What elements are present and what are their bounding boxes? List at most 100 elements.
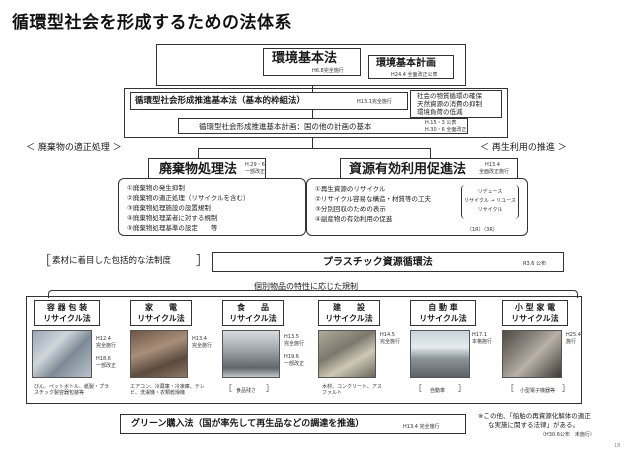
right-category-label: ＜ 再生利用の推進 ＞: [480, 143, 567, 153]
resource-law-note2: 全面改正施行: [479, 169, 510, 175]
waste-law-items-box: ①廃棄物の発生抑制 ②廃棄物の適正処理（リサイクルを含む） ③廃棄物処理施設の設…: [118, 178, 306, 236]
recycle-law-note: H19.6: [284, 354, 299, 360]
waste-law-title-box: 廃棄物処理法 H.29・6 一部改正: [148, 158, 266, 180]
basic-plan-note: H24.4 全面改正公表: [391, 72, 438, 78]
recycle-law-note: H18.6: [96, 356, 111, 362]
connector: [312, 110, 313, 118]
recycle-law-items: 自動車: [430, 388, 446, 394]
items-bracket: ］: [562, 384, 570, 393]
waste-law-item: ①廃棄物の発生抑制: [127, 184, 185, 192]
basic-plan-name: 環境基本計画: [376, 58, 436, 69]
footnote-line: （H30.6公布 未施行）: [540, 432, 595, 438]
basic-law-box: 環境基本法 H6.8完全施行: [263, 48, 361, 76]
individual-label: 個別物品の特性に応じた規制: [254, 282, 358, 291]
framework-goal: 社会の物質循環の確保: [417, 92, 482, 100]
recycle-law-note: H17.1: [472, 332, 487, 338]
recycle-law-name: 建 設: [333, 303, 365, 312]
basic-law-note: H6.8完全施行: [312, 68, 344, 74]
waste-law-note2: 一部改正: [245, 169, 266, 175]
recycle-law-note: H13.4: [192, 336, 207, 342]
recycle-law-items: 小型電子機器等: [520, 388, 556, 394]
recycle-law-note: H12.4: [96, 336, 111, 342]
recycle-law-note: 完全施行: [284, 341, 305, 347]
recycle-law-note: H13.5: [284, 334, 299, 340]
green-law-name: グリーン購入法（国が率先して再生品などの調達を推進）: [131, 419, 365, 429]
recycle-law-food: 食 品 リサイクル法: [222, 300, 284, 326]
items-bracket: ［: [506, 384, 514, 393]
framework-goal: 天然資源の消費の抑制: [417, 100, 482, 108]
footnote-line: な実施に関する法律」がある。: [488, 421, 579, 429]
page-number: 18: [614, 443, 621, 449]
recycle-law-note: 施行: [566, 339, 577, 345]
framework-goals-box: 社会の物質循環の確保 天然資源の消費の抑制 環境負荷の低減: [410, 90, 502, 118]
recycle-law-note: 一部改正: [96, 363, 117, 369]
automobile-photo: [410, 330, 470, 378]
recycle-law-small-appliance: 小 型 家 電 リサイクル法: [502, 300, 568, 326]
recycle-law-note: 本格施行: [472, 339, 493, 345]
framework-frame: [124, 88, 508, 138]
framework-plan-name: 循環型社会形成推進基本計画：国の他の計画の基本: [199, 122, 372, 131]
waste-law-item: ⑤廃棄物処理基準の設定 等: [127, 224, 218, 232]
recycle-law-note: 一部改正: [284, 361, 305, 367]
three-r-recycle2: リサイクル: [477, 207, 503, 213]
recycle-law-construction: 建 設 リサイクル法: [318, 300, 380, 326]
material-label: 素材に着目した包括的な法制度: [52, 256, 172, 266]
framework-plan-note2: H.30・6 全面改正: [425, 127, 467, 133]
plastic-law-name: プラスチック資源循環法: [323, 257, 433, 268]
connector: [430, 148, 431, 158]
waste-law-item: ④廃棄物処理業者に対する規制: [127, 214, 218, 222]
recycle-law-appliance: 家 電 リサイクル法: [130, 300, 192, 326]
waste-law-item: ②廃棄物の適正処理（リサイクルを含む）: [127, 194, 250, 202]
framework-law-box: 循環型社会形成推進基本法（基本的枠組法） H13.1完全施行: [130, 92, 408, 110]
construction-photo: [318, 330, 376, 378]
resource-law-items-box: ①再生資源のリサイクル ②リサイクル容易な構造・材質等の工夫 ③分別回収のための…: [306, 178, 528, 236]
waste-law-item: ③廃棄物処理施設の設置規制: [127, 204, 211, 212]
recycle-law-items: びん、ペットボトル、紙製・プラスチック製容器包装等: [34, 384, 110, 396]
three-r-bracket: [461, 185, 519, 219]
waste-law-note1: H.29・6: [245, 162, 265, 168]
recycle-law-name: リサイクル法: [229, 314, 277, 323]
recycle-law-name: 食 品: [237, 303, 269, 312]
framework-law-note: H13.1完全施行: [357, 99, 392, 105]
basic-law-name: 環境基本法: [272, 51, 338, 66]
green-law-box: グリーン購入法（国が率先して再生品などの調達を推進） H13.4 完全施行: [120, 414, 466, 434]
resource-law-name: 資源有効利用促進法: [349, 162, 467, 177]
framework-plan-note1: H.15・3 公表: [425, 120, 457, 126]
page-title: 循環型社会を形成するための法体系: [12, 13, 292, 33]
framework-plan-box: 循環型社会形成推進基本計画：国の他の計画の基本 H.15・3 公表 H.30・6…: [178, 118, 468, 134]
recycle-law-note: 完全施行: [96, 343, 117, 349]
resource-law-item: ②リサイクル容易な構造・材質等の工夫: [315, 195, 432, 203]
connector: [198, 148, 199, 158]
left-category-label: ＜ 廃棄物の適正処理 ＞: [26, 143, 122, 153]
recycle-law-items: エアコン、冷蔵庫・冷凍庫、テレビ、洗濯機・衣類乾燥機: [130, 384, 205, 396]
recycle-law-items: 食品残さ: [236, 388, 257, 394]
items-bracket: ［: [414, 384, 422, 393]
material-bracket-right: ］: [196, 254, 210, 269]
footnote-line: ※この他、「船舶の再資源化解体の適正: [478, 412, 591, 420]
appliance-photo: [130, 330, 188, 378]
recycle-law-note: 完全施行: [380, 339, 401, 345]
resource-law-item: ④副産物の有効利用の促進: [315, 215, 393, 223]
basic-plan-box: 環境基本計画 H24.4 全面改正公表: [368, 55, 454, 79]
resource-law-item: ①再生資源のリサイクル: [315, 185, 386, 193]
small-appliance-photo: [502, 330, 562, 378]
waste-law-name: 廃棄物処理法: [159, 162, 238, 177]
plastic-law-box: プラスチック資源循環法 R3.6 公布: [212, 252, 564, 272]
green-law-note: H13.4 完全施行: [403, 424, 440, 430]
connector: [312, 86, 313, 92]
framework-law-name: 循環型社会形成推進基本法（基本的枠組法）: [135, 96, 306, 106]
recycle-law-name: 家 電: [145, 303, 177, 312]
three-r-counts: （1R）（3R）: [467, 227, 498, 233]
items-bracket: ［: [224, 384, 232, 393]
framework-goal: 環境負荷の低減: [417, 108, 463, 116]
three-r-reduce: リデュース: [477, 189, 503, 195]
recycle-law-note: H14.5: [380, 332, 395, 338]
recycle-law-name: 自 動 車: [428, 303, 458, 312]
three-r-recycle: リサイクル → リユース: [464, 198, 516, 204]
recycle-law-name: リサイクル法: [43, 314, 91, 323]
recycle-law-note: 完全施行: [192, 343, 213, 349]
basic-law-frame: [156, 44, 466, 86]
resource-law-title-box: 資源有効利用促進法 H13.4 全面改正施行: [340, 158, 518, 180]
resource-law-item: ③分別回収のための表示: [315, 205, 386, 213]
recycle-law-name: 小 型 家 電: [514, 303, 556, 312]
